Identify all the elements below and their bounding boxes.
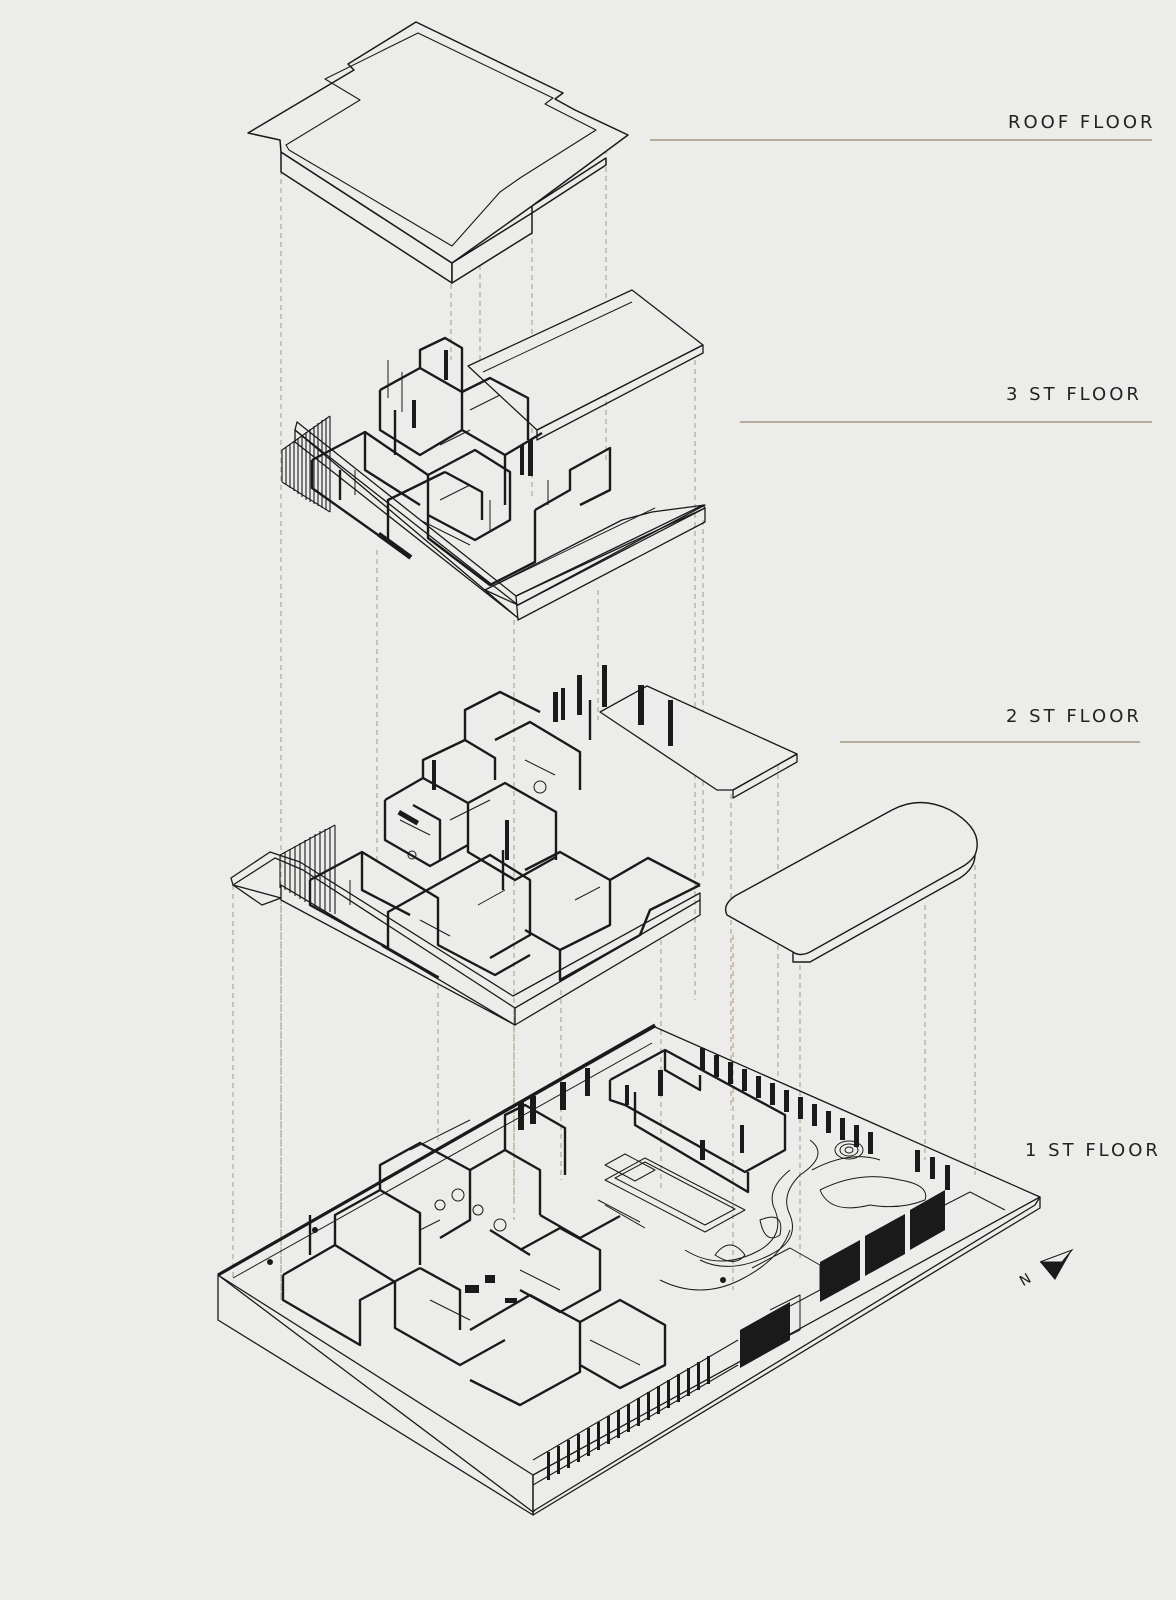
label-rule-roof [650,139,1152,141]
first-floor-plan [217,1023,1041,1516]
alignment-guides [232,140,976,1305]
label-third-floor: 3 ST FLOOR [1006,384,1142,405]
north-letter: N [1017,1271,1034,1290]
canopy-slab [724,801,978,963]
label-rule-second [840,741,1140,743]
north-arrow-icon: N [1017,1248,1074,1290]
label-first-floor: 1 ST FLOOR [1025,1140,1161,1161]
label-rule-third [740,421,1152,423]
label-roof-floor: ROOF FLOOR [1008,112,1156,133]
roof-floor-plate [247,21,629,284]
third-floor-plan [281,289,706,621]
second-floor-plan [230,665,798,1026]
label-second-floor: 2 ST FLOOR [1006,706,1142,727]
